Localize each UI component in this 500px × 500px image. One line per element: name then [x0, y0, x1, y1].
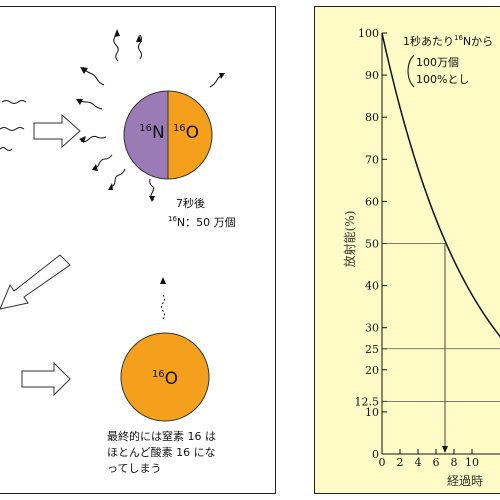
radiation-wave [161, 294, 165, 320]
hollow-arrow-right [33, 113, 81, 149]
y-tick-label: 30 [365, 322, 379, 335]
svg-text:16N: 16N [139, 123, 164, 143]
decay-curve [381, 32, 500, 338]
svg-text:16O: 16O [152, 369, 178, 389]
y-tick-label: 0 [372, 448, 379, 461]
x-tick-label: 8 [451, 456, 458, 469]
nucleus-n16-o16: 16N 16O [123, 90, 213, 180]
y-tick-label: 10 [365, 406, 379, 419]
y-tick-label: 50 [365, 238, 379, 251]
caption-final-line2: ほとんど酸素 16 にな [107, 445, 216, 459]
caption-final-line3: ってしまう [107, 462, 161, 475]
x-tick-label: 4 [415, 456, 422, 469]
x-tick-label: 2 [397, 456, 404, 469]
y-tick-label: 100 [358, 27, 379, 40]
x-tick-label: 6 [433, 456, 440, 469]
radiation-wave [80, 135, 107, 143]
caption-7s-count: 16N：50 万個 [168, 215, 236, 229]
nucleus-o16: 16O [120, 332, 210, 422]
radiation-wave [138, 34, 142, 60]
caption-final-line1: 最終的には窒素 16 は [107, 429, 216, 443]
y-tick-label: 90 [365, 69, 379, 82]
x-axis-label: 経過時 [447, 474, 483, 488]
y-axis-label: 放射能(%) [342, 211, 357, 268]
y-tick-label: 60 [365, 195, 379, 208]
chart-note-line2: 100%とし [416, 73, 469, 86]
caption-7s-title: 7秒後 [176, 196, 205, 210]
note-bracket [407, 54, 415, 88]
x-tick-label: 10 [465, 456, 479, 469]
y-tick-label: 40 [365, 280, 379, 293]
hollow-arrow-right-lower [21, 361, 71, 397]
radiation-wave [1, 100, 27, 104]
hollow-arrow-diagonal [0, 254, 71, 310]
guide-arrowhead [442, 446, 448, 453]
y-tick-label: 12.5 [355, 395, 380, 408]
decay-illustration-panel: 16N 16O 7秒後 16N：50 万個 16O 最終的には窒素 16 は ほ… [0, 6, 276, 494]
chart-note-line1: 100万個 [416, 56, 459, 69]
decay-illustration: 16N 16O 7秒後 16N：50 万個 16O 最終的には窒素 16 は ほ… [0, 29, 236, 475]
radiation-wave [0, 127, 25, 131]
x-tick-label: 0 [379, 456, 386, 469]
y-tick-label: 20 [365, 364, 379, 377]
y-tick-label: 25 [365, 343, 379, 356]
chart-title: 1秒あたり16Nから [403, 34, 493, 48]
radiation-wave [0, 147, 13, 151]
radiation-wave [113, 36, 119, 62]
y-tick-label: 70 [365, 153, 379, 166]
svg-text:16O: 16O [173, 123, 199, 143]
y-tick-label: 80 [365, 111, 379, 124]
radiation-wave [109, 168, 126, 188]
